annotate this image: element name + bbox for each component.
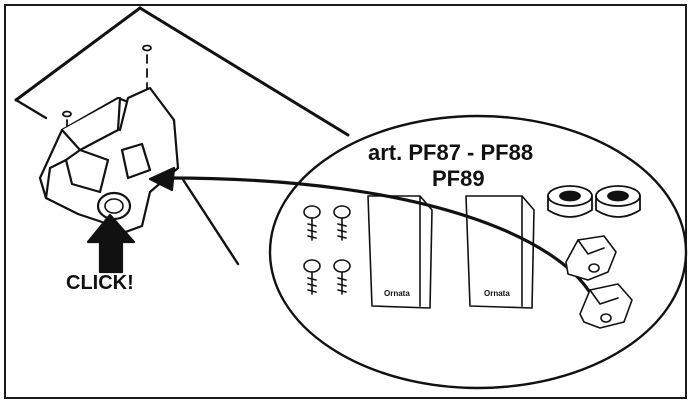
grommet: [595, 185, 641, 218]
cover-brand-right: Ornata: [484, 289, 510, 298]
small-clip-lower: [579, 283, 633, 329]
click-arrow: [86, 213, 136, 274]
screw: [333, 259, 351, 295]
kit-oval: [268, 114, 688, 390]
bracket-clip: [38, 86, 180, 236]
grommet-set: [547, 185, 641, 218]
click-label: CLICK!: [66, 272, 134, 294]
kit-article-subtitle: PF89: [432, 166, 485, 191]
cover-brand-left: Ornata: [384, 289, 410, 298]
cover-plate-right: [465, 195, 535, 309]
screw-set: [303, 205, 351, 295]
screw: [333, 205, 351, 241]
kit-article-title: art. PF87 - PF88: [368, 140, 534, 165]
small-clip-upper: [565, 235, 617, 281]
mounting-panel: [14, 6, 350, 266]
grommet: [547, 185, 593, 218]
cover-plate-left: [367, 195, 433, 309]
screw: [303, 205, 321, 241]
screw: [303, 259, 321, 295]
